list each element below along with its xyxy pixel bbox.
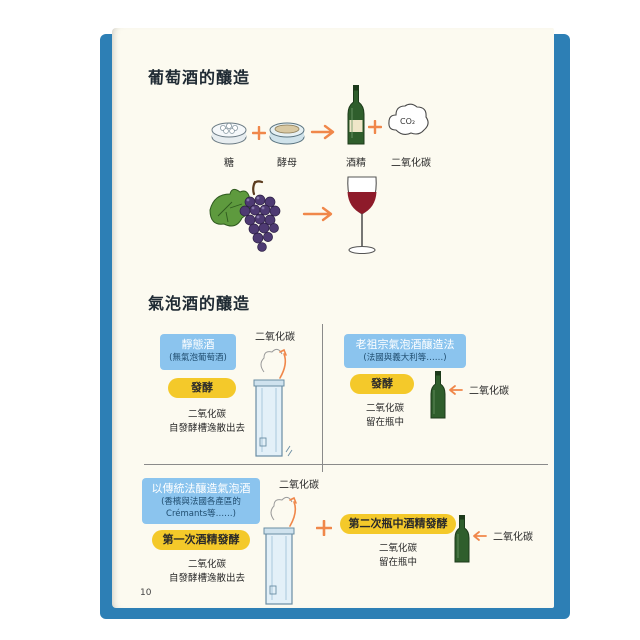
traditional-gas-label1: 二氧化碳 xyxy=(279,480,319,491)
still-desc: 二氧化碳 自發酵槽逸散出去 xyxy=(152,408,262,436)
traditional-bottle-icon xyxy=(454,515,470,563)
traditional-desc2-line2: 留在瓶中 xyxy=(378,557,417,568)
page-number: 10 xyxy=(140,588,152,598)
vertical-divider xyxy=(322,324,323,472)
traditional-gas-label2: 二氧化碳 xyxy=(493,532,533,543)
still-wine-subtitle: (無氣泡葡萄酒) xyxy=(169,353,227,363)
grapes-icon xyxy=(209,180,281,252)
arrow-left-icon-2 xyxy=(473,531,487,541)
section-title-wine: 葡萄酒的釀造 xyxy=(148,68,251,87)
traditional-subtitle2: Crémants等……) xyxy=(166,509,236,519)
traditional-subtitle1: (香檳與法國各產區的 xyxy=(161,497,241,507)
second-fermentation-badge: 第二次瓶中酒精發酵 xyxy=(340,514,456,534)
ancestral-bottle-icon xyxy=(430,371,446,419)
still-wine-title: 靜態酒 xyxy=(181,338,215,351)
still-fermentation-badge: 發酵 xyxy=(168,378,236,398)
sugar-dish-icon xyxy=(211,122,247,145)
arrow-right-icon xyxy=(310,124,335,140)
still-desc-line1: 二氧化碳 xyxy=(187,409,226,420)
still-desc-line2: 自發酵槽逸散出去 xyxy=(168,423,245,434)
fermentation-tank-icon xyxy=(253,348,293,457)
traditional-desc1-line1: 二氧化碳 xyxy=(187,559,226,570)
ancestral-fermentation-badge: 發酵 xyxy=(350,374,414,394)
traditional-title: 以傳統法釀造氣泡酒 xyxy=(151,482,251,495)
fermentation-tank-icon-2 xyxy=(263,496,297,605)
ancestral-desc: 二氧化碳 留在瓶中 xyxy=(352,402,418,430)
still-gas-label: 二氧化碳 xyxy=(255,332,295,343)
traditional-title-box: 以傳統法釀造氣泡酒 (香檳與法國各產區的 Crémants等……) xyxy=(142,478,260,524)
ancestral-desc-line1: 二氧化碳 xyxy=(365,403,404,414)
wine-glass-icon xyxy=(347,176,377,255)
ancestral-gas-label: 二氧化碳 xyxy=(469,386,509,397)
section-title-sparkling: 氣泡酒的釀造 xyxy=(148,294,251,313)
label-sugar: 糖 xyxy=(224,158,234,169)
arrow-left-icon xyxy=(449,385,463,395)
co2-cloud-icon: CO₂ xyxy=(388,103,429,136)
traditional-desc1-line2: 自發酵槽逸散出去 xyxy=(168,573,245,584)
ancestral-title: 老祖宗氣泡酒釀造法 xyxy=(355,338,455,351)
label-alcohol: 酒精 xyxy=(346,158,366,169)
ancestral-desc-line2: 留在瓶中 xyxy=(365,417,404,428)
label-yeast: 酵母 xyxy=(277,158,297,169)
yeast-dish-icon xyxy=(269,122,305,145)
wine-bottle-icon xyxy=(347,85,365,145)
traditional-desc2: 二氧化碳 留在瓶中 xyxy=(358,542,438,570)
plus-icon xyxy=(252,126,266,140)
traditional-desc1: 二氧化碳 自發酵槽逸散出去 xyxy=(152,558,262,586)
book-page: 葡萄酒的釀造 糖 酵母 酒精 CO₂ 二氧化碳 xyxy=(112,28,554,608)
ancestral-title-box: 老祖宗氣泡酒釀造法 (法國與義大利等……) xyxy=(344,334,466,368)
first-fermentation-badge: 第一次酒精發酵 xyxy=(152,530,250,550)
label-co2: 二氧化碳 xyxy=(391,158,431,169)
plus-icon-2 xyxy=(368,120,382,134)
co2-formula: CO₂ xyxy=(400,117,415,126)
horizontal-divider xyxy=(144,464,548,465)
traditional-desc2-line1: 二氧化碳 xyxy=(378,543,417,554)
plus-icon-3 xyxy=(316,520,332,536)
still-wine-title-box: 靜態酒 (無氣泡葡萄酒) xyxy=(160,334,236,370)
ancestral-subtitle: (法國與義大利等……) xyxy=(363,353,447,363)
arrow-right-icon-2 xyxy=(302,206,333,222)
